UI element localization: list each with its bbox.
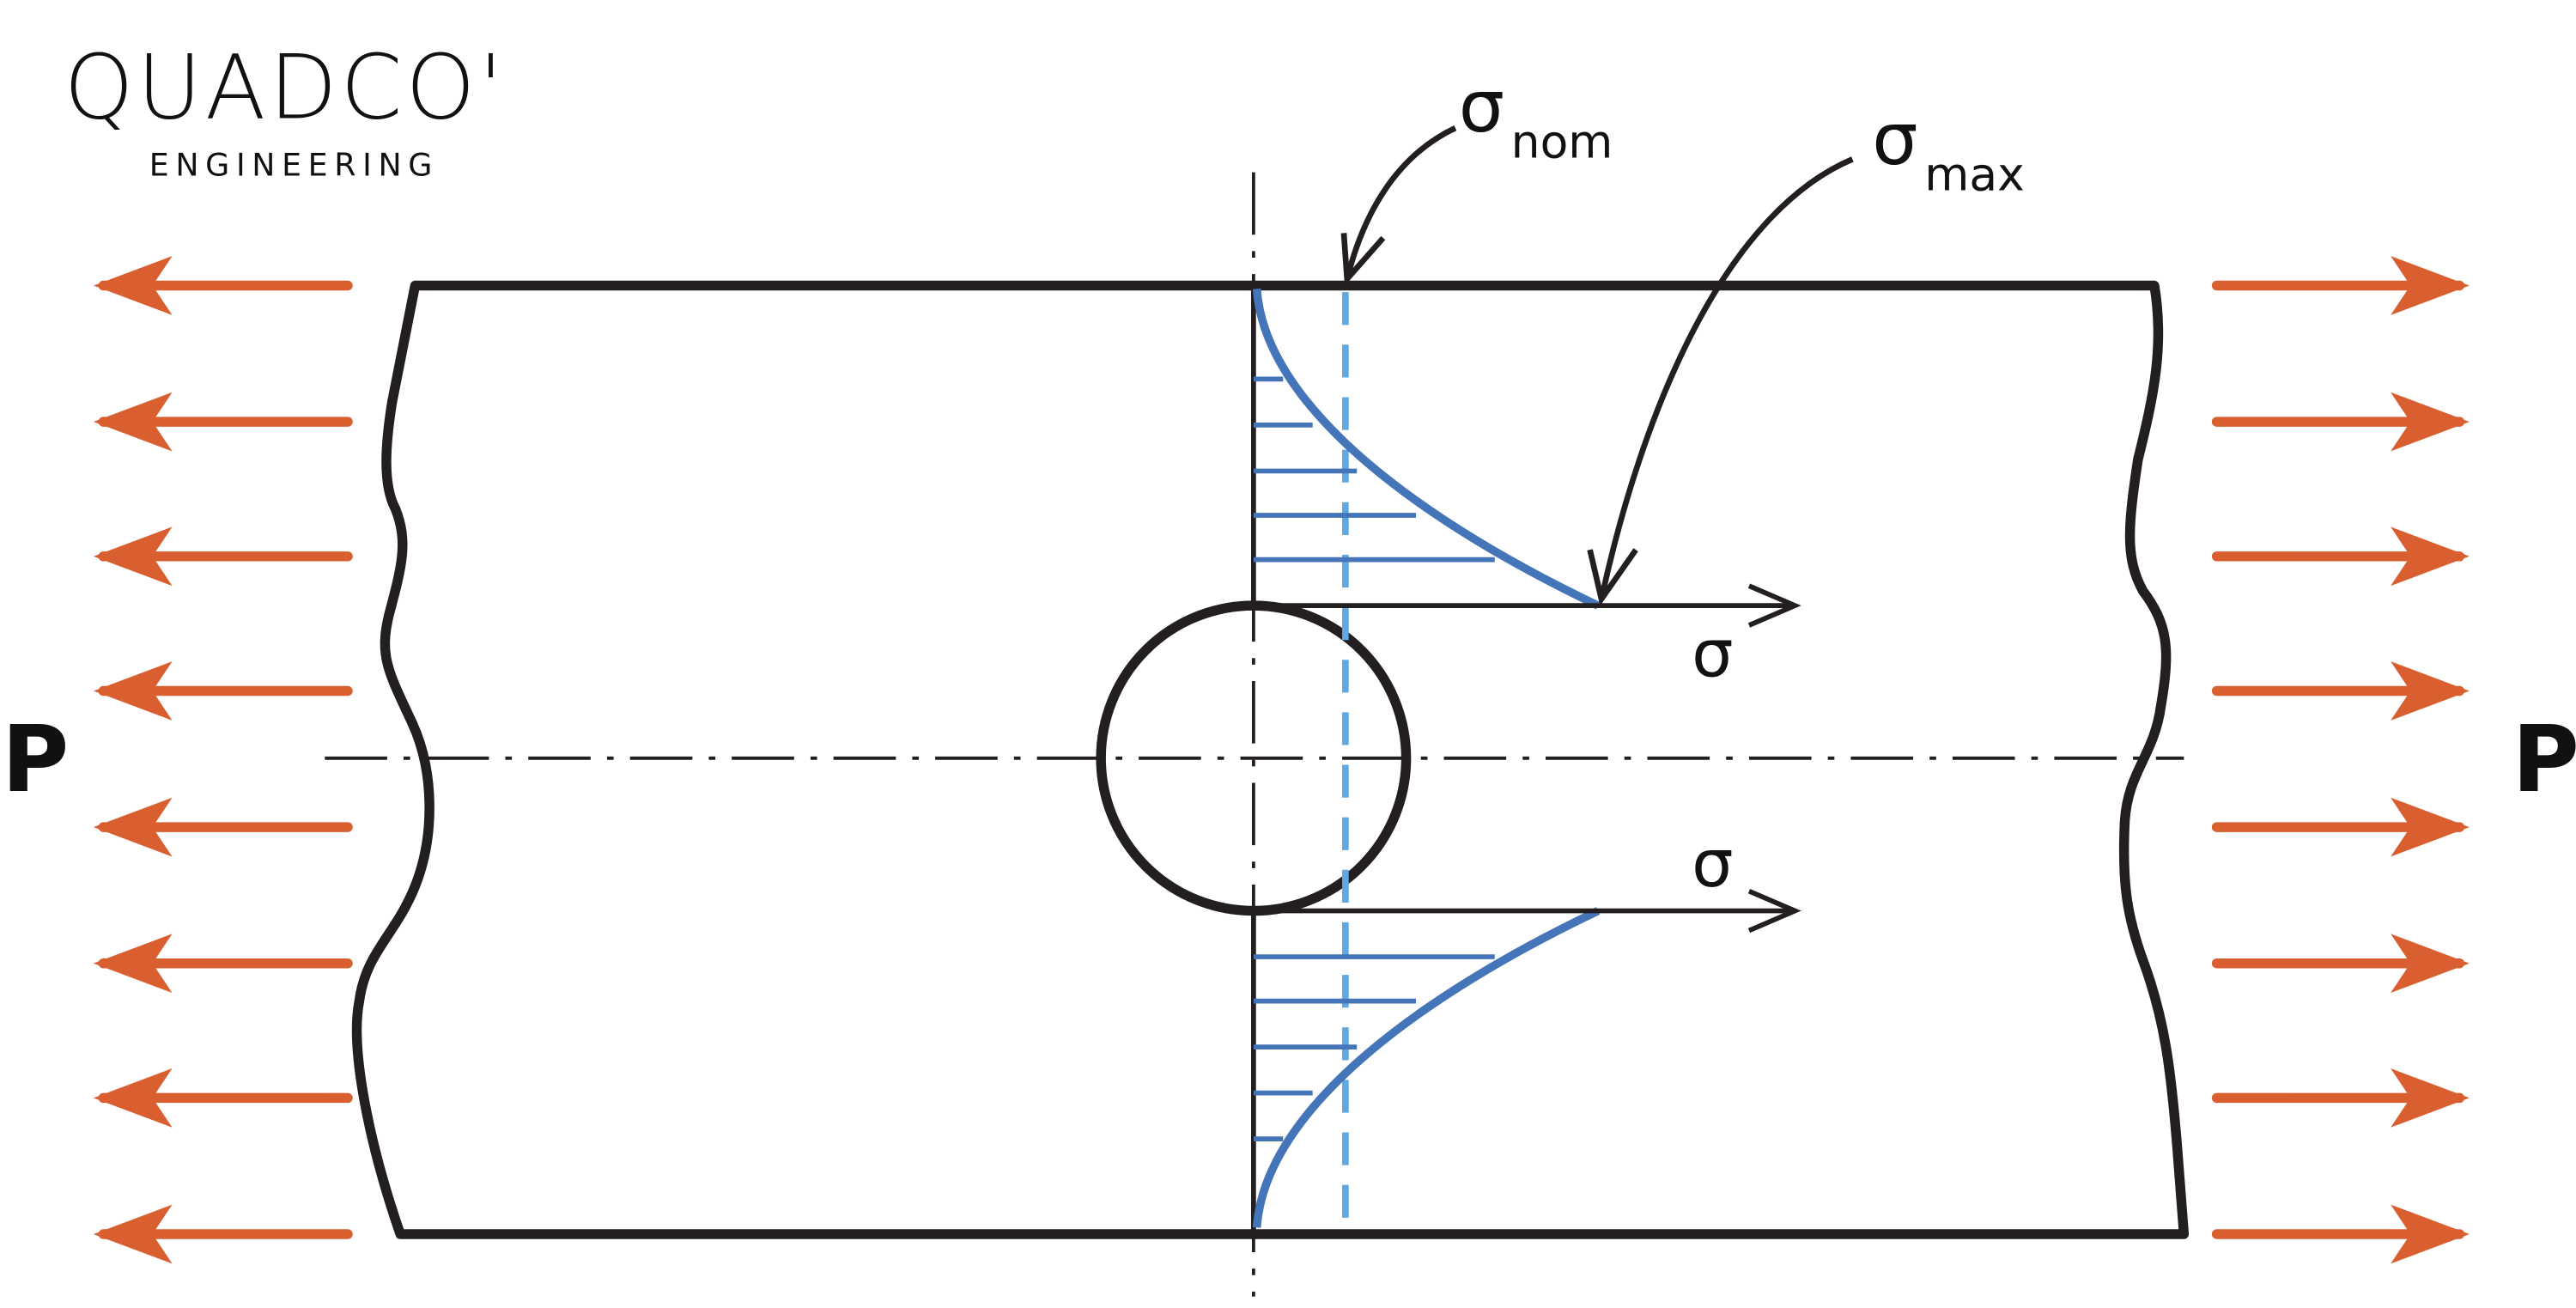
sigma-max-leader bbox=[1587, 156, 1854, 606]
load-arrows-right bbox=[2211, 256, 2470, 1264]
sigma-axis-upper bbox=[1253, 583, 1801, 628]
plate-outline bbox=[351, 280, 2190, 1239]
stress-hatching bbox=[1253, 376, 1495, 1142]
sigma-nom-leader bbox=[1340, 125, 1457, 287]
load-label-left: P bbox=[2, 707, 69, 813]
stress-curve-lower bbox=[1252, 907, 1601, 1228]
sigma-axis-lower bbox=[1253, 888, 1801, 934]
logo-subtitle: ENGINEERING bbox=[149, 146, 439, 183]
axis-label-lower: σ bbox=[1692, 826, 1733, 903]
logo-name: QUADCO' bbox=[64, 37, 506, 140]
stress-curve-upper bbox=[1252, 288, 1601, 610]
load-label-right: P bbox=[2512, 707, 2576, 813]
quadco-logo: QUADCO' ENGINEERING bbox=[64, 37, 506, 184]
axis-label-upper: σ bbox=[1692, 616, 1733, 692]
load-arrows-left bbox=[93, 256, 353, 1264]
